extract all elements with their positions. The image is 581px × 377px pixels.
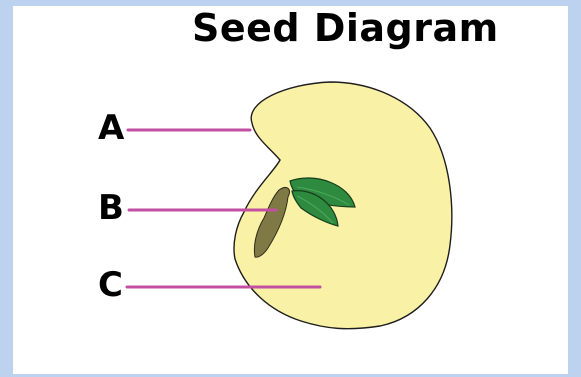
diagram-title: Seed Diagram [192,9,499,47]
label-c: C [98,268,123,302]
label-a: A [98,111,124,145]
label-b: B [98,191,124,225]
